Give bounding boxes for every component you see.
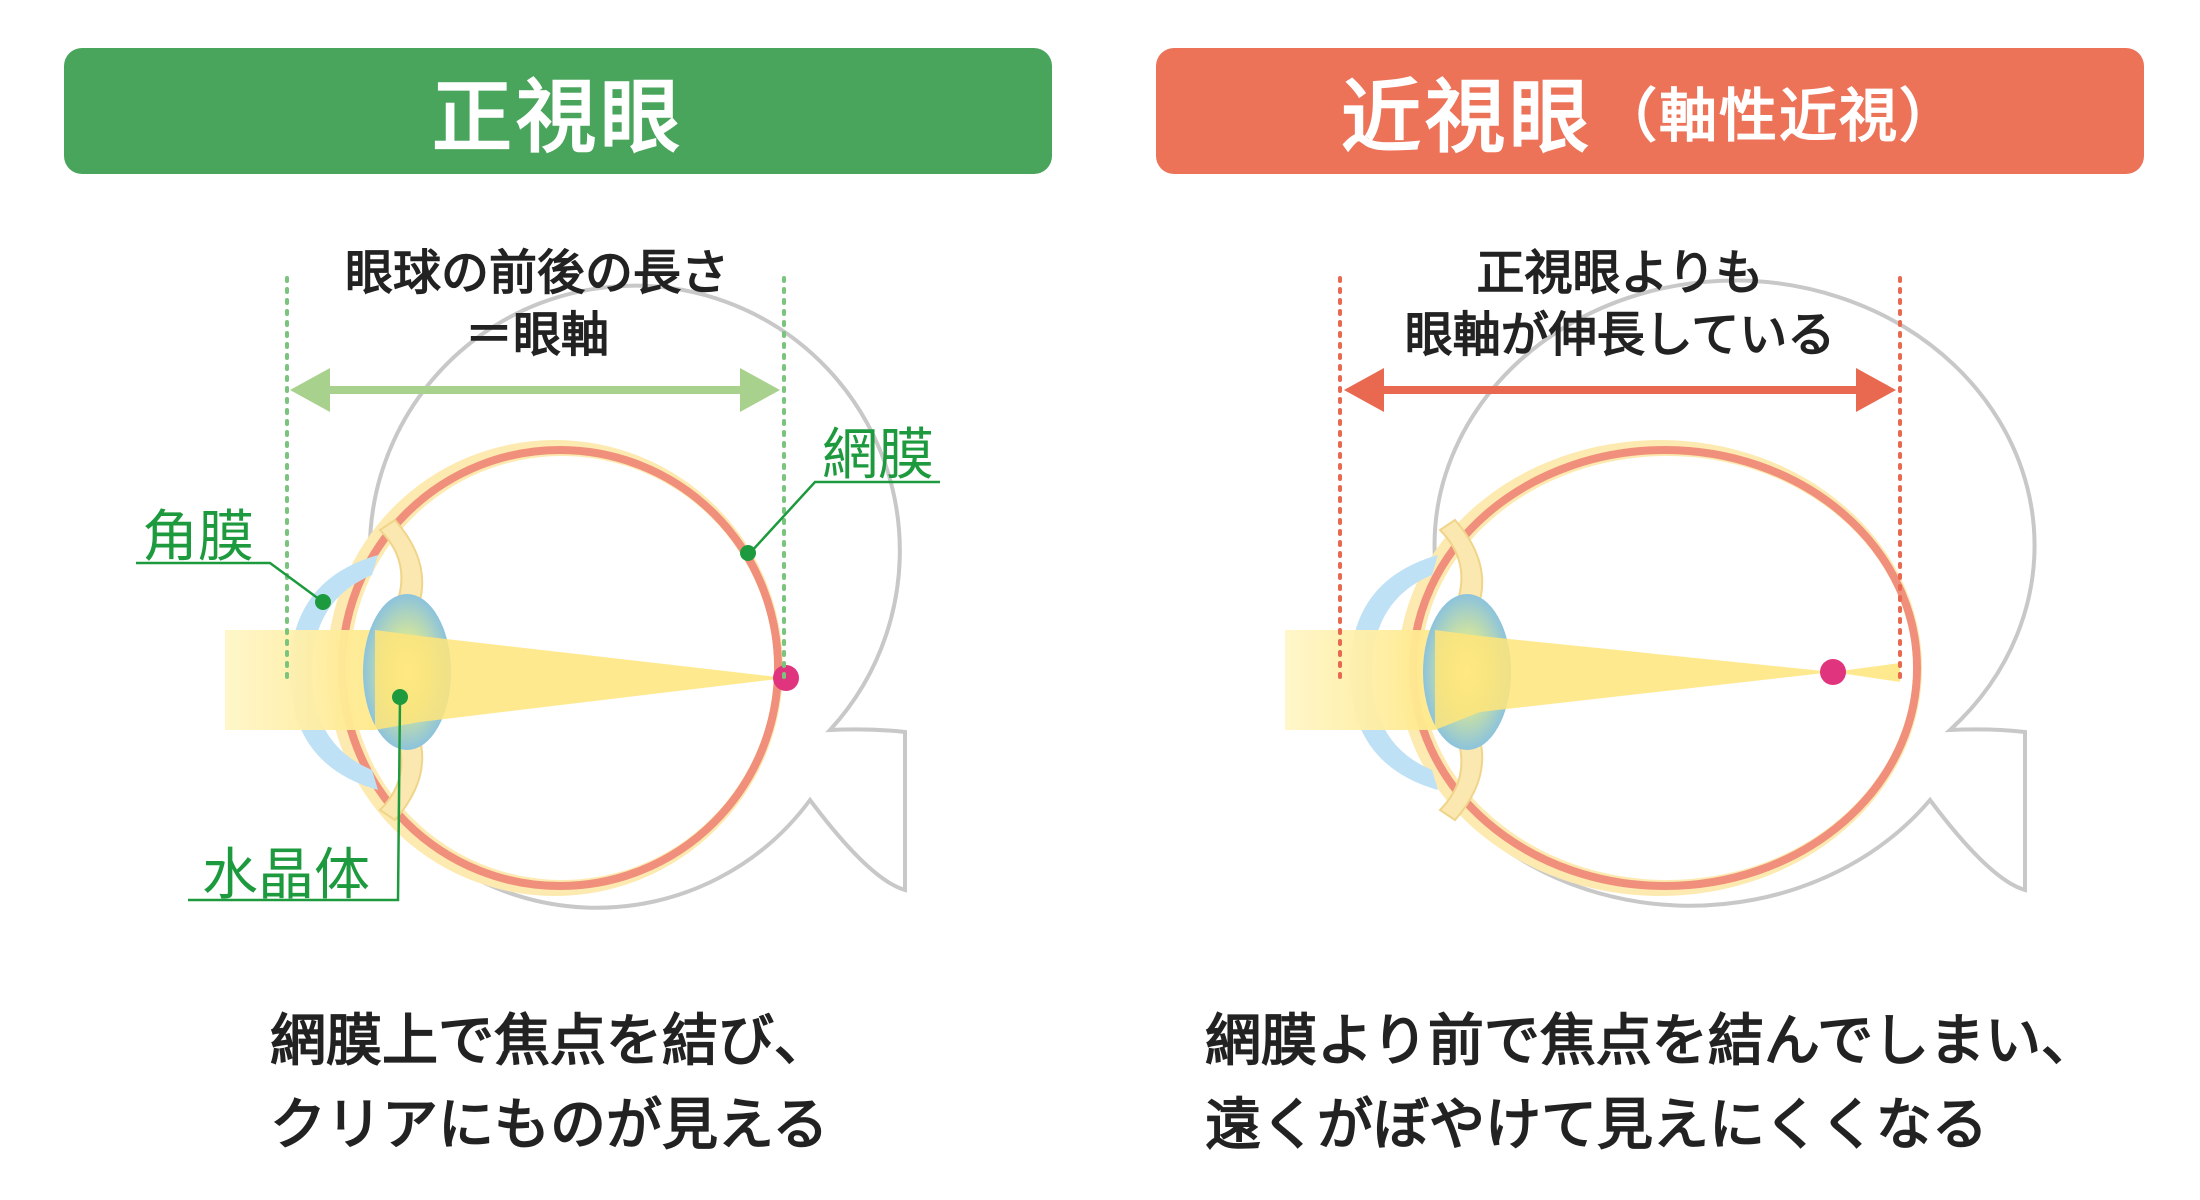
- caption-myopia: 網膜より前で焦点を結んでしまい、 遠くがぼやけて見えにくくなる: [1205, 1000, 2097, 1168]
- caption-line1: 網膜上で焦点を結び、: [270, 1009, 830, 1074]
- subtitle-axial-myopia: （軸性近視）: [1598, 82, 1959, 150]
- incoming-light: [1285, 630, 1435, 730]
- axis-arrow-right-head: [1856, 368, 1896, 412]
- axis-label-line2: 眼軸が伸長している: [1404, 307, 1836, 364]
- axis-label-myopia: 正視眼よりも 眼軸が伸長している: [1340, 242, 1900, 367]
- diverging-light: [1833, 663, 1900, 682]
- caption-line1: 網膜より前で焦点を結んでしまい、: [1205, 1009, 2098, 1074]
- caption-line2: 遠くがぼやけて見えにくくなる: [1205, 1093, 1988, 1158]
- eye-emmetropia: [136, 276, 940, 910]
- converging-light: [375, 630, 786, 730]
- label-lens: 水晶体: [202, 843, 370, 908]
- title-myopia: 近視眼: [1340, 71, 1593, 164]
- axis-arrow-left-head: [1344, 368, 1384, 412]
- axis-label-line1: 正視眼よりも: [1476, 245, 1764, 301]
- axis-label-line2: ＝眼軸: [464, 307, 609, 364]
- focal-point-on-retina: [773, 665, 799, 691]
- leader-cornea: [136, 561, 324, 604]
- focal-point-before-retina: [1820, 659, 1846, 685]
- axis-label-line1: 眼球の前後の長さ: [344, 245, 729, 301]
- leader-retina: [749, 480, 940, 554]
- converging-light: [1435, 630, 1833, 730]
- leader-lens: [188, 696, 402, 902]
- cornea: [1350, 555, 1438, 790]
- axis-arrow-right-head: [740, 368, 780, 412]
- label-cornea: 角膜: [142, 505, 254, 570]
- title-banner-myopia: 近視眼 （軸性近視）: [1156, 48, 2144, 174]
- caption-line2: クリアにものが見える: [270, 1093, 829, 1158]
- title-banner-emmetropia: 正視眼: [64, 48, 1052, 174]
- marker-lens: [392, 689, 408, 705]
- label-retina: 網膜: [822, 423, 934, 488]
- marker-cornea: [315, 594, 331, 610]
- eye-myopia: [1285, 276, 2037, 908]
- axis-arrow-left-head: [290, 368, 330, 412]
- axis-label-emmetropia: 眼球の前後の長さ ＝眼軸: [290, 242, 784, 367]
- caption-emmetropia: 網膜上で焦点を結び、 クリアにものが見える: [270, 1000, 830, 1168]
- marker-retina: [740, 545, 756, 561]
- incoming-light: [225, 630, 375, 730]
- cornea: [290, 555, 378, 790]
- title-emmetropia: 正視眼: [432, 71, 684, 164]
